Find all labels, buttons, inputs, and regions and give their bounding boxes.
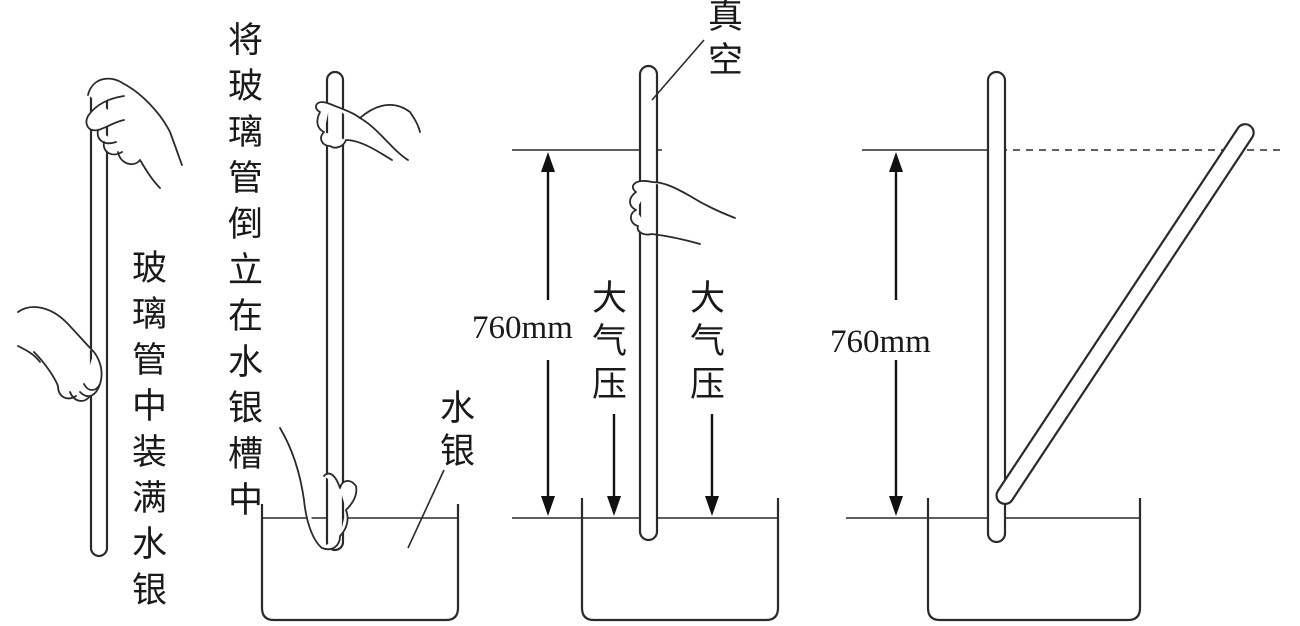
step1-label-char: 水	[132, 525, 167, 565]
step1-label-char: 玻	[132, 249, 167, 289]
pressure-left-label-char: 压	[592, 365, 627, 405]
panel-tilt: 760mm	[830, 70, 1282, 622]
step2-label-char: 在	[228, 297, 263, 337]
pressure-left-label-char: 气	[592, 322, 627, 362]
mercury-label-char: 银	[440, 432, 475, 472]
mercury-pointer-line	[407, 469, 445, 549]
tilted-glass-tube-group	[995, 123, 1255, 506]
arrow-head-down-icon	[889, 496, 903, 516]
mercury-label-container: 水银	[440, 389, 475, 472]
step2-label-container: 将玻璃管倒立在水银槽中	[228, 21, 263, 521]
hand-bottom-icon	[279, 427, 358, 551]
step1-label-container: 玻璃管中装满水银	[132, 249, 167, 611]
vacuum-pointer-line	[651, 39, 705, 101]
step2-label-char: 璃	[228, 113, 263, 153]
hand-bottom-icon	[17, 306, 103, 402]
pressure-right-container: 大气压	[690, 279, 725, 405]
vacuum-label-char: 空	[708, 41, 743, 81]
glass-tube	[638, 64, 659, 542]
glass-tube	[89, 86, 109, 558]
pressure-arrow-head-right-icon	[705, 496, 719, 516]
pressure-left-container: 大气压	[592, 279, 627, 405]
mercury-trough	[260, 504, 460, 622]
step1-label-char: 璃	[132, 295, 167, 335]
step2-label: 将玻璃管倒立在水银槽中	[228, 21, 263, 521]
step2-label-char: 中	[228, 481, 263, 521]
step2-label-char: 玻	[228, 67, 263, 107]
step1-label-char: 银	[132, 571, 167, 611]
mercury-label-char: 水	[440, 389, 475, 429]
pressure-right-label-char: 气	[690, 322, 725, 362]
step2-label-char: 立	[228, 251, 263, 291]
pressure-right-label-char: 压	[690, 365, 725, 405]
vacuum-label: 真空	[708, 0, 743, 81]
panel-measure: 760mm 大气压 大气压 真空	[472, 0, 780, 622]
panel-invert: 将玻璃管倒立在水银槽中 水银	[228, 21, 475, 622]
tilted-glass-tube	[995, 123, 1255, 506]
pressure-right-label: 大气压	[690, 279, 725, 405]
step1-label-char: 满	[132, 479, 167, 519]
hand-top-icon	[315, 101, 421, 161]
arrow-head-up-icon	[541, 152, 555, 172]
step2-label-char: 水	[228, 343, 263, 383]
hand-top-icon	[85, 77, 183, 189]
step1-label: 玻璃管中装满水银	[132, 249, 167, 611]
pressure-right-label-char: 大	[690, 279, 725, 319]
glass-tube	[325, 70, 345, 552]
vacuum-label-char: 真	[708, 0, 743, 37]
step1-label-char: 管	[132, 341, 167, 381]
hand-icon	[629, 180, 736, 245]
step2-label-char: 倒	[228, 205, 263, 245]
vacuum-label-container: 真空	[708, 0, 743, 81]
mercury-trough	[580, 498, 780, 622]
pressure-left-label-char: 大	[592, 279, 627, 319]
step1-label-char: 装	[132, 433, 167, 473]
panel-fill: 玻璃管中装满水银	[17, 77, 183, 611]
height-label-container: 760mm	[472, 310, 573, 346]
step2-label-char: 将	[228, 21, 263, 61]
pressure-arrow-head-left-icon	[607, 496, 621, 516]
arrow-head-down-icon	[541, 496, 555, 516]
step2-label-char: 银	[228, 389, 263, 429]
mercury-trough	[926, 498, 1142, 622]
height-value: 760mm	[830, 324, 931, 360]
height-label-container: 760mm	[830, 324, 931, 360]
pressure-left-label: 大气压	[592, 279, 627, 405]
step2-label-char: 管	[228, 159, 263, 199]
step1-label-char: 中	[132, 387, 167, 427]
mercury-label: 水银	[440, 389, 475, 472]
arrow-head-up-icon	[889, 152, 903, 172]
vertical-glass-tube	[986, 70, 1007, 544]
height-value: 760mm	[472, 310, 573, 346]
step2-label-char: 槽	[228, 435, 263, 475]
